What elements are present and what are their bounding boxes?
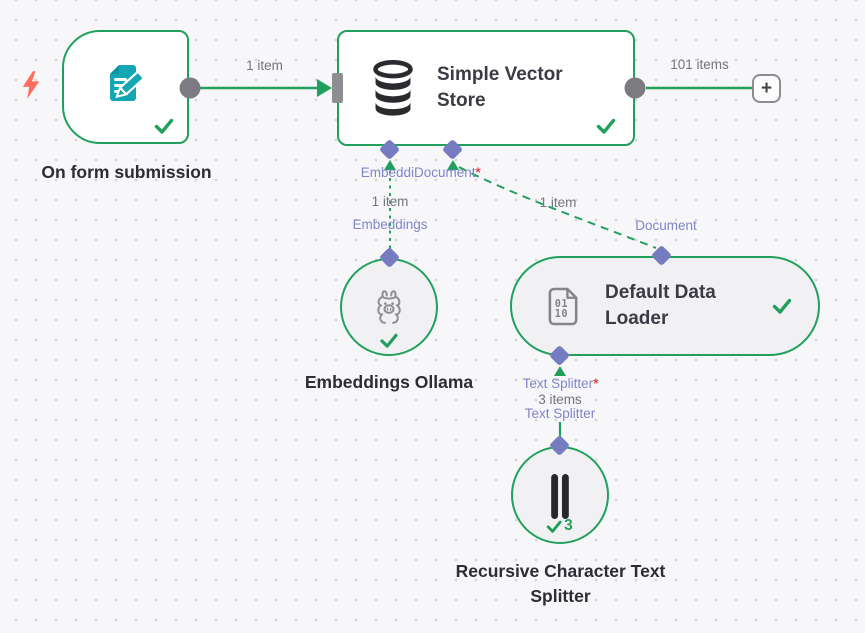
node-embeddings-ollama[interactable] — [340, 258, 438, 356]
connection-document[interactable] — [458, 166, 657, 249]
connection-items-label: 1 item — [246, 58, 283, 73]
svg-text:01: 01 — [555, 298, 568, 309]
success-check-icon — [772, 298, 792, 314]
port-label-embeddings: Embeddings — [352, 217, 428, 232]
connection-items-label: 101 items — [670, 57, 729, 72]
run-count-badge: 3 — [546, 517, 573, 535]
node-on-form-submission[interactable] — [62, 30, 189, 144]
connection-arrowhead-icon — [317, 79, 332, 97]
port-arrowhead-icon — [384, 160, 396, 170]
add-node-button[interactable]: + — [752, 74, 781, 103]
port-label-embeddings-truncated: Embeddi — [360, 165, 414, 180]
plus-icon: + — [760, 78, 773, 99]
required-asterisk: * — [475, 165, 481, 180]
binary-document-icon: 01 10 — [546, 286, 583, 327]
port-label-document-required: Document* — [414, 165, 481, 180]
input-connector-bar[interactable] — [332, 73, 343, 103]
success-check-icon — [596, 118, 616, 134]
success-check-icon — [546, 520, 562, 533]
node-title-default-data-loader: Default Data Loader — [605, 282, 716, 329]
llama-icon — [369, 284, 409, 331]
svg-text:10: 10 — [555, 309, 568, 320]
connection-items-label: 1 item — [371, 194, 409, 209]
node-title-simple-vector-store: Simple Vector Store — [437, 64, 563, 111]
port-label-text-splitter: Text Splitter — [524, 406, 596, 421]
node-label-embeddings-ollama: Embeddings Ollama — [304, 372, 474, 392]
success-check-icon — [380, 333, 398, 348]
output-connector-dot[interactable] — [624, 77, 646, 99]
success-check-icon — [154, 118, 174, 134]
required-asterisk: * — [593, 376, 599, 391]
connection-items-label: 1 item — [539, 195, 577, 210]
form-pencil-icon — [103, 61, 151, 114]
node-label-on-form-submission: On form submission — [41, 162, 212, 182]
connection-items-label: 3 items — [538, 392, 582, 407]
node-default-data-loader[interactable]: 01 10 Default Data Loader — [510, 256, 820, 356]
database-icon — [369, 59, 417, 117]
run-count-value: 3 — [564, 517, 573, 534]
port-arrowhead-icon — [447, 160, 459, 170]
port-arrowhead-icon — [554, 366, 566, 376]
port-label-document: Document — [635, 218, 697, 233]
output-connector-dot[interactable] — [179, 77, 201, 99]
pause-bars-icon — [548, 473, 572, 525]
trigger-bolt-icon — [20, 70, 42, 105]
port-label-text-splitter-required: Text Splitter* — [522, 376, 599, 391]
node-label-recursive-character-text-splitter: Recursive Character Text Splitter — [455, 561, 666, 606]
